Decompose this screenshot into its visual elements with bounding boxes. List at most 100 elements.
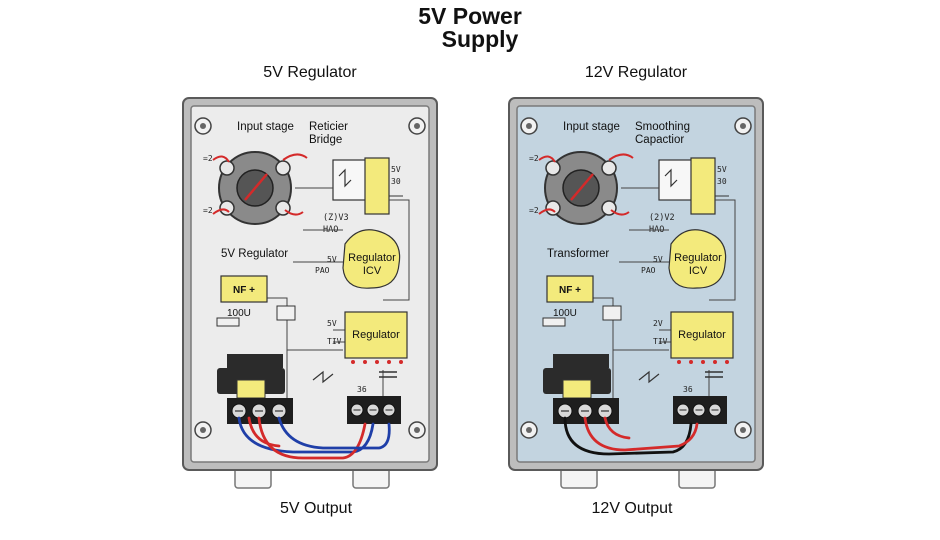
regulator-pin-dot <box>375 360 379 364</box>
zener-label: (Z)V3 <box>323 213 349 223</box>
regulator-ic-round <box>668 229 727 289</box>
output-wire <box>603 416 631 440</box>
diode-symbol-icon <box>638 370 660 384</box>
connector-pin-icon <box>545 160 561 176</box>
corner-screw-hole <box>526 123 532 129</box>
lead-wire <box>610 209 630 216</box>
regulator-ic-label-line2: ICV <box>363 265 382 277</box>
corner-screw-hole <box>200 123 206 129</box>
zener-label: (2)V2 <box>649 213 675 223</box>
lead-wire <box>212 208 230 215</box>
nf-box <box>220 275 268 303</box>
yellow-module-pin-30: 30 <box>391 177 401 186</box>
output-wire <box>583 416 699 452</box>
connector-pin-icon <box>219 160 235 176</box>
regulator-box-pin-top: 2V <box>653 319 663 328</box>
lead-wire <box>282 153 308 161</box>
bridge-symbol-icon <box>338 168 352 188</box>
capacitor-icon <box>542 317 566 327</box>
capacitor-value-label: 100U <box>227 308 251 319</box>
terminal-mark-a: =2 <box>203 154 213 163</box>
regulator-ic-label-line1: Regulator <box>674 252 722 264</box>
connector-red-stripe <box>244 173 268 201</box>
regulator-box <box>344 311 408 359</box>
terminal-number-label: 36 <box>357 385 367 394</box>
terminal-mark-b: =2 <box>529 206 539 215</box>
input-stage-label: Input stage <box>237 121 294 133</box>
regulator-box-pin-tiv: TIV <box>653 337 668 346</box>
regulator-box-label: Regulator <box>678 329 726 341</box>
regulator-pin-dot <box>689 360 693 364</box>
connector-pin-icon <box>601 160 617 176</box>
regulator-ic-pin-5v: 5V <box>327 255 337 264</box>
regulator-pin-dot <box>387 360 391 364</box>
right-panel-caption: 12V Output <box>591 500 673 517</box>
regulator-pin-dot <box>725 360 729 364</box>
connector-pin-icon <box>275 160 291 176</box>
regulator-ic-pin-pao: PAO <box>641 266 656 275</box>
lead-wire <box>538 155 556 163</box>
bridge-symbol-icon <box>664 168 678 188</box>
yellow-module-pin-5v: 5V <box>717 165 727 174</box>
small-capacitor-icon <box>276 305 296 321</box>
page-title-line2: Supply <box>441 26 519 52</box>
lead-wire <box>608 153 634 161</box>
terminal-number-label: 36 <box>683 385 693 394</box>
lead-wire <box>538 208 556 215</box>
regulator-pin-dot <box>399 360 403 364</box>
diode-symbol-icon <box>312 370 334 384</box>
regulator-pin-dot <box>701 360 705 364</box>
regulator-pin-dot <box>713 360 717 364</box>
input-stage-label: Input stage <box>563 121 620 133</box>
bridge-label-line1: Smoothing <box>635 121 690 133</box>
lead-wire <box>212 155 230 163</box>
output-wire <box>247 416 281 448</box>
output-wire <box>277 416 391 450</box>
transformer-top <box>553 354 609 368</box>
output-wire <box>257 416 367 460</box>
regulator-pin-dot <box>677 360 681 364</box>
lead-wire <box>284 209 304 216</box>
regulator-pin-dot <box>351 360 355 364</box>
signal-wire <box>709 199 736 301</box>
page-title-line1: 5V Power <box>418 3 522 29</box>
regulator-ic-pin-5v: 5V <box>653 255 663 264</box>
transformer-coil <box>236 379 266 399</box>
corner-screw-hole <box>526 427 532 433</box>
corner-screw-hole <box>414 427 420 433</box>
terminal-mark-a: =2 <box>529 154 539 163</box>
yellow-module <box>690 157 716 215</box>
yellow-module-pin-5v: 5V <box>391 165 401 174</box>
mid-section-label: 5V Regulator <box>221 248 288 260</box>
regulator-ic-label-line2: ICV <box>689 265 708 277</box>
left-panel-caption: 5V Output <box>279 500 353 517</box>
regulator-ic-label-line1: Regulator <box>348 252 396 264</box>
nf-box-label: NF + <box>559 285 581 296</box>
corner-screw-hole <box>414 123 420 129</box>
regulator-box-label: Regulator <box>352 329 400 341</box>
bridge-label-line2: Bridge <box>309 134 342 146</box>
mid-section-label: Transformer <box>547 248 609 260</box>
capacitor-value-label: 100U <box>553 308 577 319</box>
corner-screw-hole <box>200 427 206 433</box>
capacitor-icon <box>216 317 240 327</box>
left-panel-heading: 5V Regulator <box>263 64 357 81</box>
yellow-module <box>364 157 390 215</box>
small-capacitor-icon <box>602 305 622 321</box>
regulator-pin-dot <box>363 360 367 364</box>
corner-screw-hole <box>740 427 746 433</box>
connector-pin-icon <box>219 200 235 216</box>
corner-screw-hole <box>740 123 746 129</box>
yellow-module-pin-30: 30 <box>717 177 727 186</box>
signal-wire <box>383 199 410 301</box>
nf-box-label: NF + <box>233 285 255 296</box>
regulator-ic-round <box>342 229 401 289</box>
output-wire <box>237 416 375 454</box>
regulator-box-pin-tiv: TIV <box>327 337 342 346</box>
nf-box <box>546 275 594 303</box>
transformer-coil <box>562 379 592 399</box>
regulator-box-pin-top: 5V <box>327 319 337 328</box>
bridge-label-line2: Capactior <box>635 134 684 146</box>
